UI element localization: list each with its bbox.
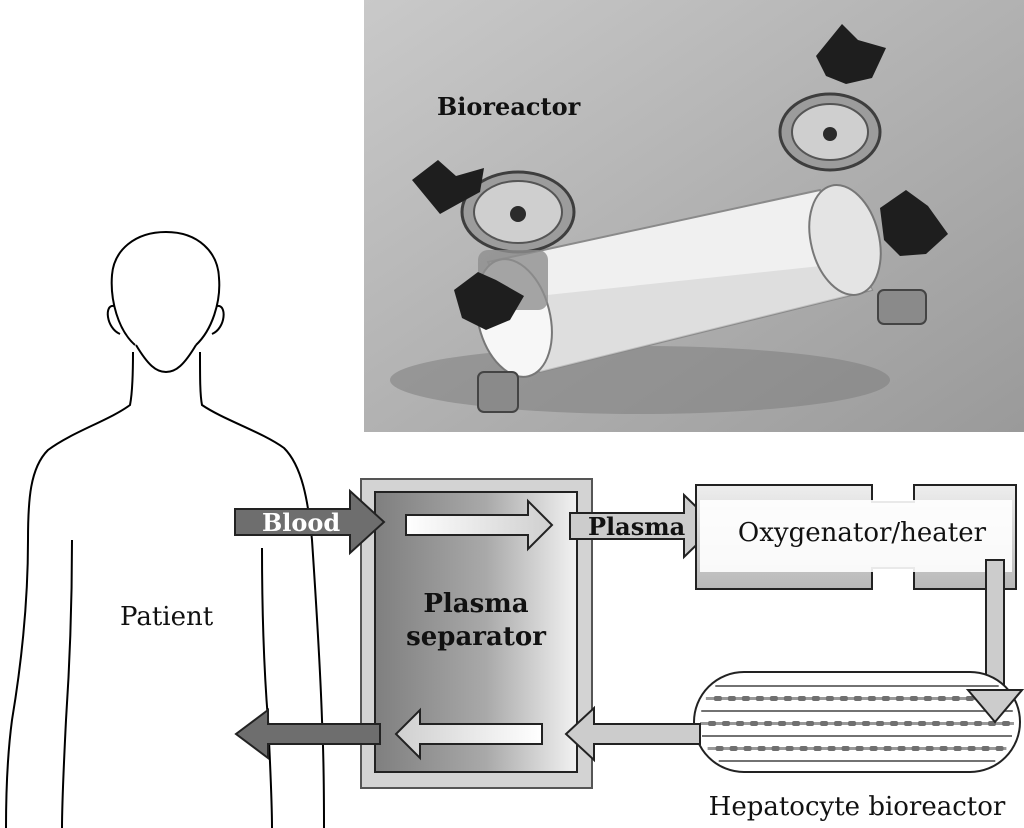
hepatocyte-cell [953,746,962,751]
hepatocyte-cell [937,696,946,701]
hepatocyte-cell [925,746,934,751]
hepatocyte-cell [743,746,752,751]
hepatocyte-cell [932,721,941,726]
oxygenator-heater-face [700,500,1012,572]
separator-inner-arrow-right [405,498,554,552]
hepatocyte-cell [755,696,764,701]
blood-label: Blood [262,508,340,537]
hepatocyte-cell [981,746,990,751]
hepatocyte-cell [727,696,736,701]
hepatocyte-cell [974,721,983,726]
hepatocyte-bioreactor [693,671,1021,773]
hepatocyte-cell [750,721,759,726]
separator-inner-arrow-left [394,707,543,761]
hepatocyte-cell [820,721,829,726]
bioreactor-end-cap-left [460,170,576,413]
hepatocyte-cell [946,721,955,726]
hepatocyte-cell [813,746,822,751]
hepatocyte-cell [909,696,918,701]
hepatocyte-cell [839,696,848,701]
hepatocyte-cell [890,721,899,726]
bioreactor-label: Hepatocyte bioreactor [709,792,1006,822]
hepatocyte-cell [995,746,1004,751]
hepatocyte-cell [778,721,787,726]
bioreactor-inlet-arrow-head [965,689,1024,724]
hepatocyte-cell [965,696,974,701]
separator-label-line2: separator [406,622,546,652]
hepatocyte-cell [708,721,717,726]
hepatocyte-cell [741,696,750,701]
hepatocyte-cell [923,696,932,701]
photo-caption: Bioreactor [437,92,581,121]
hepatocyte-cell [848,721,857,726]
hepatocyte-cell [897,746,906,751]
hepatocyte-cell [911,746,920,751]
hepatocyte-cell [771,746,780,751]
hepatocyte-cell [834,721,843,726]
hepatocyte-cell [853,696,862,701]
hepatocyte-cell [951,696,960,701]
patient-label: Patient [120,602,214,632]
hepatocyte-cell [715,746,724,751]
hepatocyte-cell [960,721,969,726]
hepatocyte-cell [783,696,792,701]
hepatocyte-cell [967,746,976,751]
hepatocyte-cell [825,696,834,701]
hepatocyte-cell [855,746,864,751]
hepatocyte-cell [876,721,885,726]
hepatocyte-cell [736,721,745,726]
hepatocyte-cell [811,696,820,701]
hepatocyte-cell [713,696,722,701]
plasma-label: Plasma [588,512,685,541]
oxygenator-heater-label: Oxygenator/heater [738,518,987,548]
hepatocyte-cell [939,746,948,751]
hepatocyte-cell [785,746,794,751]
hepatocyte-cell [881,696,890,701]
blood-arrow [234,488,386,556]
hepatocyte-cell [799,746,808,751]
bioreactor-knobs [412,24,948,330]
hepatocyte-cell [869,746,878,751]
separator-label-line1: Plasma [423,589,528,619]
hepatocyte-cell [764,721,773,726]
hepatocyte-cell [792,721,801,726]
bioreactor-end-cap-right [778,92,927,325]
hepatocyte-cell [729,746,738,751]
hepatocyte-cell [769,696,778,701]
hepatocyte-cell [806,721,815,726]
return-to-patient-arrow [234,708,381,760]
hepatocyte-cell [722,721,731,726]
hepatocyte-cell [827,746,836,751]
bioreactor-fibers [700,685,1014,762]
hepatocyte-cell [797,696,806,701]
hepatocyte-cell [757,746,766,751]
hepatocyte-cell [904,721,913,726]
hepatocyte-cell [841,746,850,751]
hepatocyte-cell [883,746,892,751]
hepatocyte-cell [918,721,927,726]
hepatocyte-cell [895,696,904,701]
bioreactor-photo: Bioreactor [364,0,1024,432]
hepatocyte-cell [862,721,871,726]
bioreactor-to-separator-arrow [564,705,701,763]
hepatocyte-cell [867,696,876,701]
hepatocyte-cell [1002,721,1011,726]
